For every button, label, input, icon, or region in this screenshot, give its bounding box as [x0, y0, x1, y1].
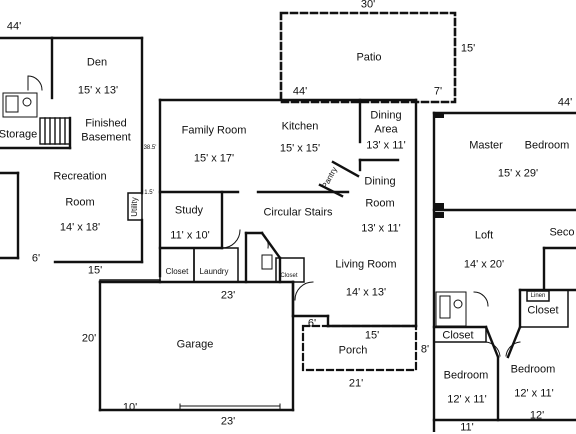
dim-garage-top: 23' — [220, 289, 236, 302]
room-master-label2: Bedroom — [524, 139, 570, 152]
room-loft-label: Loft — [474, 229, 494, 242]
room-garage-label: Garage — [176, 338, 214, 351]
room-kitchen-size: 15' x 15' — [279, 142, 321, 155]
room-closet-2-label: Closet — [280, 273, 298, 279]
room-storage-label: Storage — [0, 128, 38, 141]
dim-bedroom-1-bottom: 11' — [460, 421, 474, 434]
room-closet-1-label: Closet — [165, 267, 189, 276]
room-bedroom-1-size: 12' x 11' — [447, 393, 487, 406]
room-recreation-label2: Room — [65, 196, 95, 209]
room-recreation-label: Recreation — [53, 170, 107, 183]
dim-upper-top: 44' — [557, 96, 573, 109]
basement-bath-fixtures — [2, 75, 43, 118]
dim-basement-side-small: 1.5' — [144, 190, 154, 196]
garage-door — [179, 403, 281, 411]
room-study-label: Study — [174, 204, 204, 217]
room-den-label: Den — [86, 56, 108, 69]
dim-main-top: 44' — [292, 85, 308, 98]
room-kitchen-label: Kitchen — [281, 120, 319, 133]
dim-patio-top: 30' — [360, 0, 376, 11]
upper-closets — [433, 289, 569, 343]
dim-living-bottom-6: 6' — [307, 317, 317, 330]
basement-stairs — [39, 117, 71, 145]
dim-porch-right: 8' — [420, 343, 430, 356]
room-finished-basement-line2: Basement — [81, 131, 131, 144]
dim-garage-bottom-10: 10' — [122, 401, 138, 414]
room-dining-area-line2: Area — [374, 123, 398, 136]
dim-patio-right: 15' — [460, 42, 476, 55]
room-circular-stairs-label: Circular Stairs — [263, 206, 333, 219]
room-laundry-label: Laundry — [199, 267, 229, 276]
room-bedroom-2-size: 12' x 11' — [514, 387, 554, 400]
room-living-size: 14' x 13' — [345, 286, 387, 299]
room-closet-3-label: Closet — [527, 304, 559, 317]
dim-living-bottom-15: 15' — [364, 329, 380, 342]
room-dining-room-size: 13' x 11' — [361, 222, 401, 235]
room-bedroom-1-label: Bedroom — [443, 369, 489, 382]
room-patio-label: Patio — [356, 51, 382, 64]
room-recreation-size: 14' x 18' — [59, 221, 101, 234]
dim-porch-bottom: 21' — [348, 377, 364, 390]
room-dining-area-line1: Dining — [370, 109, 402, 122]
room-dining-area-size: 13' x 11' — [366, 139, 406, 152]
room-bedroom-2-label: Bedroom — [510, 363, 556, 376]
dim-garage-bottom-23: 23' — [220, 415, 236, 428]
dim-bedroom-2-bottom: 12' — [529, 409, 545, 422]
dim-basement-side: 38.5' — [143, 145, 157, 151]
room-dining-room-line1: Dining — [364, 175, 396, 188]
upper-bath-fixtures — [435, 291, 521, 357]
porch-outline — [301, 324, 418, 372]
door-swings — [221, 229, 314, 301]
room-finished-basement-line1: Finished — [85, 117, 127, 130]
room-porch-label: Porch — [338, 344, 368, 357]
patio-outline — [279, 11, 457, 104]
room-linen-label: Linen — [530, 293, 546, 299]
room-family-label: Family Room — [181, 124, 247, 137]
room-loft-size: 14' x 20' — [463, 258, 505, 271]
room-second-label: Seco — [549, 226, 575, 239]
upper-window-marks — [434, 112, 444, 218]
main-closets — [159, 247, 305, 283]
room-dining-room-line2: Room — [365, 197, 395, 210]
room-master-size: 15' x 29' — [497, 167, 539, 180]
dim-basement-top: 44' — [6, 20, 22, 33]
room-family-size: 15' x 17' — [193, 152, 235, 165]
room-closet-4-label: Closet — [442, 329, 474, 342]
garage-walls — [98, 279, 295, 412]
room-master-label: Master — [469, 139, 503, 152]
room-den-size: 15' x 13' — [77, 84, 119, 97]
upper-floor-walls — [432, 111, 576, 432]
room-utility-label: Utility — [130, 197, 139, 217]
dim-basement-bottom-6: 6' — [31, 252, 41, 265]
dim-basement-bottom-15: 15' — [87, 264, 103, 277]
room-study-size: 11' x 10' — [170, 229, 210, 242]
dim-garage-left: 20' — [81, 332, 97, 345]
room-living-label: Living Room — [335, 258, 397, 271]
utility-closet — [127, 192, 143, 221]
dim-patio-offset: 7' — [433, 85, 443, 98]
